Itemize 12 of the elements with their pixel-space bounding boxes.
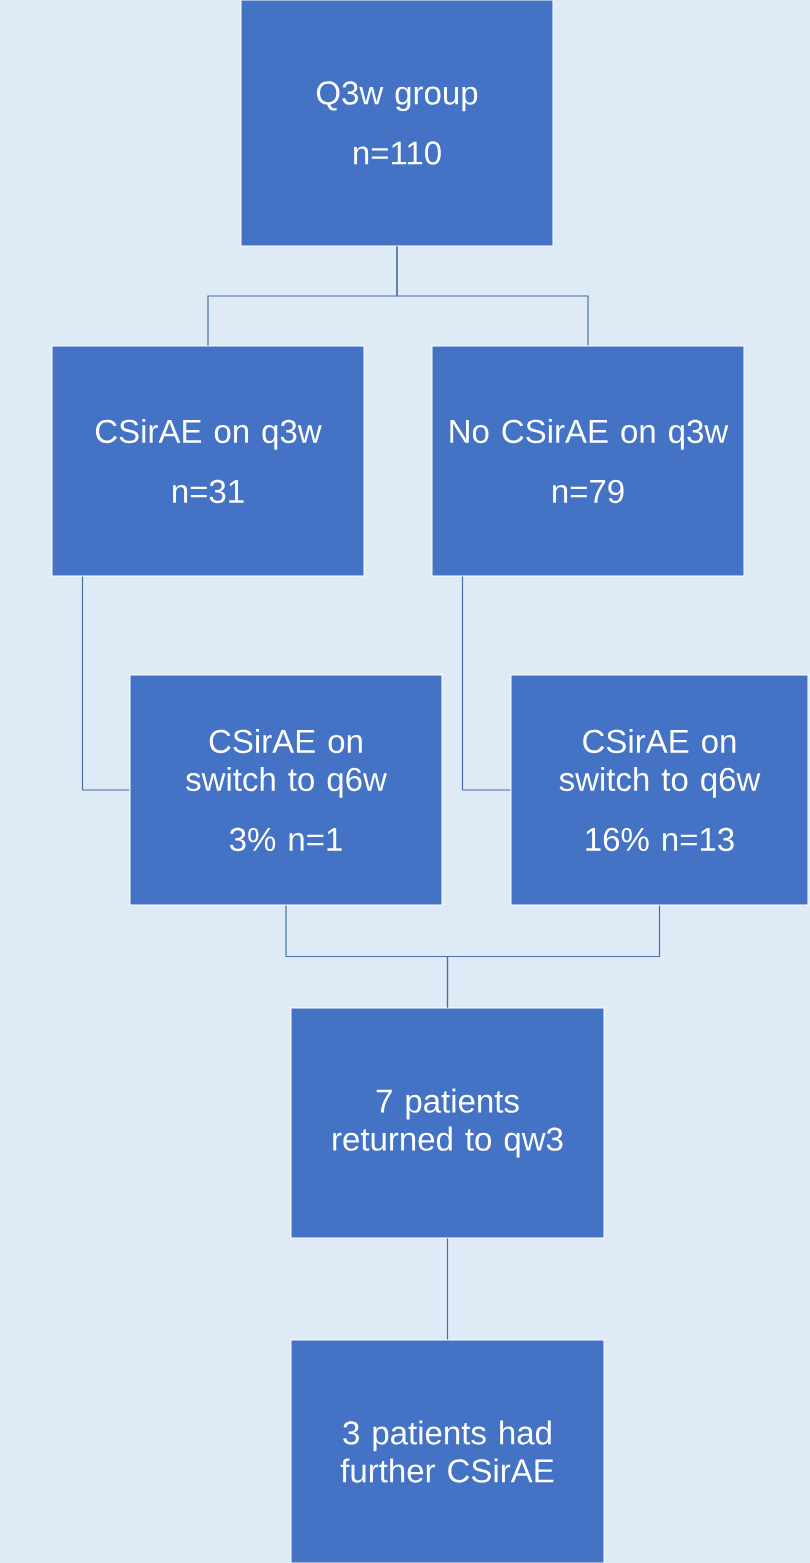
process-box: CSirAE on switch to q6w 16% n=13	[510, 674, 809, 906]
process-box: No CSirAE on q3w n=79	[431, 345, 745, 577]
connector-line	[81, 575, 131, 791]
process-box: CSirAE on switch to q6w 3% n=1	[129, 674, 443, 906]
process-box: 3 patients had further CSirAE	[290, 1339, 605, 1563]
process-box: CSirAE on q3w n=31	[51, 345, 365, 577]
connector-line	[446, 904, 661, 1009]
process-box: Q3w group n=110	[240, 0, 554, 247]
process-box: 7 patients returned to qw3	[290, 1007, 605, 1239]
connector-line	[396, 245, 589, 347]
connector-line	[446, 1237, 449, 1341]
connector-line	[461, 575, 512, 791]
